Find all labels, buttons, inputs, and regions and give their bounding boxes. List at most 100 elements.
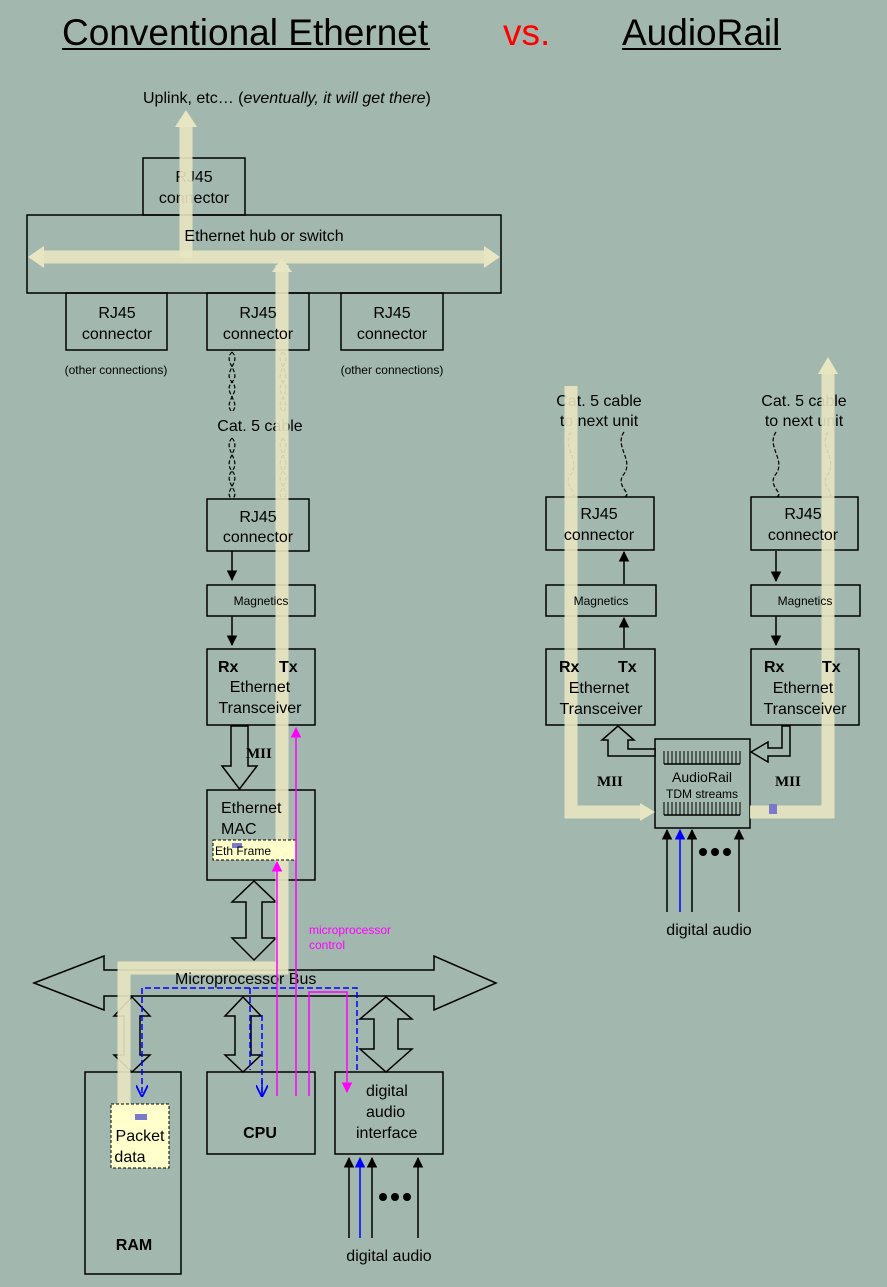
audiorail-label-1: AudioRail xyxy=(672,769,732,785)
uplink-rj45-label-2: connector xyxy=(159,190,230,207)
ethernet-data-path-band xyxy=(117,265,289,1122)
device-magnetics xyxy=(206,584,316,617)
hub-rj45-center-label-2: connector xyxy=(223,326,294,343)
cat5-cable-label: Cat. 5 cable xyxy=(217,418,302,435)
ar-mii-right-arrow xyxy=(749,725,791,764)
mii-label-left: MII xyxy=(246,746,272,762)
uplink-prefix: Uplink, etc… ( xyxy=(143,90,244,107)
uplink-italic: eventually, it will get there xyxy=(243,90,425,107)
mac-bus-double-arrow xyxy=(230,879,278,962)
ellipsis-dot-2 xyxy=(391,1193,399,1201)
device-path-arrow xyxy=(272,258,292,272)
transceiver-tx-label: Tx xyxy=(279,659,298,676)
hub-data-path-arrow-right xyxy=(484,246,500,268)
ar-ellipsis-dot-3 xyxy=(723,848,731,856)
hub-rj45-left-label-2: connector xyxy=(82,326,153,343)
ar-transceiver-left xyxy=(545,648,656,726)
ar-transceiver-right-rx: Rx xyxy=(764,659,785,676)
audio-dma-path-cpu xyxy=(249,988,263,1096)
mac-label-2: MAC xyxy=(221,821,257,838)
eth-frame-marker xyxy=(232,843,242,848)
ar-transceiver-right-tx: Tx xyxy=(822,659,841,676)
hub-rj45-center xyxy=(206,292,310,351)
device-rj45-label-1: RJ45 xyxy=(239,509,276,526)
ar-rj45-left-label-2: connector xyxy=(564,527,635,544)
ar-transceiver-right-label-1: Ethernet xyxy=(773,680,834,697)
digital-audio-label-left: digital audio xyxy=(346,1248,432,1265)
ar-data-path-band-left xyxy=(564,386,640,819)
hub-rj45-right-label-1: RJ45 xyxy=(373,305,410,322)
digital-audio-interface-box xyxy=(334,1071,444,1155)
ar-rj45-right xyxy=(750,496,859,551)
hub-data-path-arrow-left xyxy=(28,246,44,268)
uplink-label: Uplink, etc… (eventually, it will get th… xyxy=(143,90,431,107)
ar-transceiver-right xyxy=(750,648,860,726)
dai-label-1: digital xyxy=(366,1083,408,1100)
tdm-slots-top xyxy=(663,751,741,765)
ar-data-path-arrow-right xyxy=(818,357,838,374)
ethernet-mac xyxy=(206,789,316,881)
device-rj45-label-2: connector xyxy=(223,529,294,546)
ar-transceiver-left-label-2: Transceiver xyxy=(560,701,644,718)
audiorail-tdm-box xyxy=(654,738,751,829)
bus-label: Microprocessor Bus xyxy=(175,971,316,988)
ar-transceiver-left-label-1: Ethernet xyxy=(569,680,630,697)
transceiver-rx-label: Rx xyxy=(218,659,239,676)
ar-cat5-left-label-2: to next unit xyxy=(560,413,639,430)
hub-rj45-left-label-1: RJ45 xyxy=(98,305,135,322)
ar-twist-right-a xyxy=(772,431,780,498)
ar-magnetics-right xyxy=(750,584,861,617)
mii-bus-arrow xyxy=(220,725,259,791)
micro-control-label-1: microprocessor xyxy=(309,923,391,937)
transceiver-label-2: Transceiver xyxy=(219,700,303,717)
ar-magnetics-right-label: Magnetics xyxy=(778,594,833,608)
mac-label-1: Ethernet xyxy=(221,800,282,817)
title-vs: vs. xyxy=(503,12,550,53)
ar-rj45-left xyxy=(545,496,655,551)
micro-control-label-2: control xyxy=(309,938,345,952)
tdm-slots-bottom xyxy=(663,802,741,816)
uplink-suffix: ) xyxy=(425,90,430,107)
bus-cpu-double-arrow xyxy=(223,995,263,1074)
title-conventional-ethernet: Conventional Ethernet xyxy=(62,12,429,53)
ar-ellipsis-dot-1 xyxy=(699,848,707,856)
ar-rj45-right-label-2: connector xyxy=(768,527,839,544)
hub-rj45-right-label-2: connector xyxy=(357,326,428,343)
ar-transceiver-left-rx: Rx xyxy=(559,659,580,676)
micro-control-to-dai xyxy=(308,991,353,1096)
device-rj45-connector xyxy=(206,498,310,552)
ar-ellipsis-dot-2 xyxy=(711,848,719,856)
other-connections-left: (other connections) xyxy=(65,363,168,377)
ram-box xyxy=(84,1071,182,1275)
other-connections-right: (other connections) xyxy=(341,363,444,377)
microprocessor-bus xyxy=(31,954,498,1012)
ar-tdm-marker xyxy=(769,804,777,814)
packet-data-label-2: data xyxy=(114,1149,145,1166)
cat5-twisted-pair-left-upper-b xyxy=(228,351,236,413)
hub-switch-label: Ethernet hub or switch xyxy=(184,228,343,245)
ar-data-path-arrow-left xyxy=(640,803,655,821)
eth-frame-label: Eth Frame xyxy=(215,844,271,858)
cpu-box xyxy=(206,1071,316,1155)
hub-rj45-center-label-1: RJ45 xyxy=(239,305,276,322)
bus-dai-double-arrow xyxy=(357,996,415,1074)
audiorail-label-2: TDM streams xyxy=(666,787,738,801)
ellipsis-dot-3 xyxy=(403,1193,411,1201)
dai-label-2: audio xyxy=(366,1104,405,1121)
transceiver-label-1: Ethernet xyxy=(230,679,291,696)
ellipsis-dot-1 xyxy=(379,1193,387,1201)
digital-audio-label-right: digital audio xyxy=(666,922,752,939)
packet-data-label-1: Packet xyxy=(116,1128,165,1145)
ar-twist-left-b xyxy=(620,431,628,498)
title-audiorail: AudioRail xyxy=(622,12,780,53)
uplink-path-arrow xyxy=(175,110,197,127)
ar-magnetics-left-label: Magnetics xyxy=(574,594,629,608)
ar-transceiver-right-label-2: Transceiver xyxy=(764,701,848,718)
dai-label-3: interface xyxy=(356,1125,417,1142)
ar-cat5-left-label-1: Cat. 5 cable xyxy=(556,393,641,410)
ram-label: RAM xyxy=(116,1237,152,1254)
ar-mii-label-left: MII xyxy=(597,774,623,790)
hub-rj45-right xyxy=(340,292,444,351)
ar-transceiver-left-tx: Tx xyxy=(618,659,637,676)
